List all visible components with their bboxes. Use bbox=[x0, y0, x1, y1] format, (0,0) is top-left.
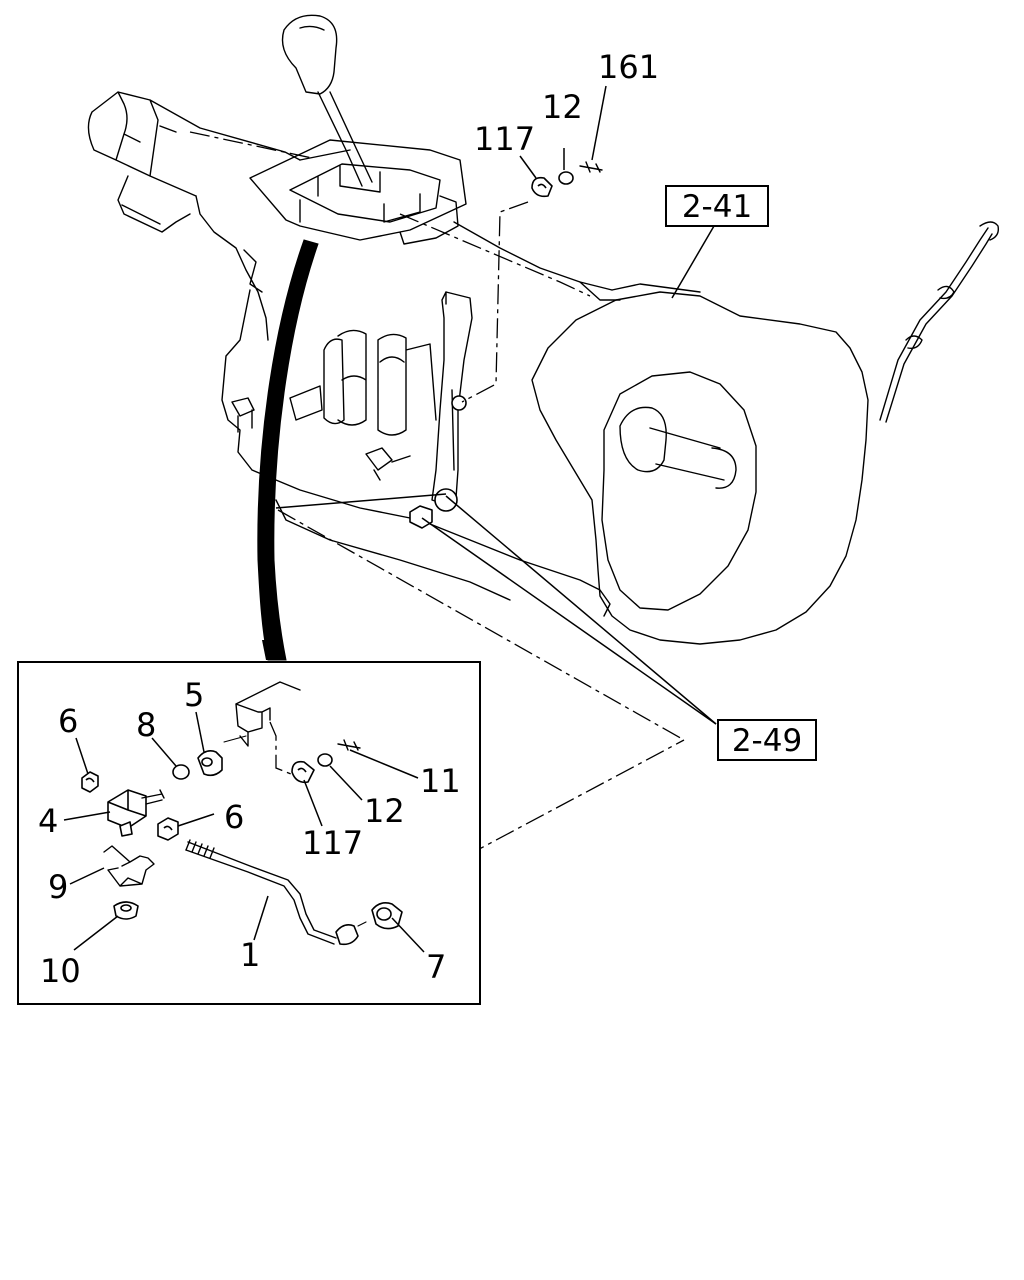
ref-label-2-49: 2-49 bbox=[732, 723, 802, 759]
inset-detail-pointer bbox=[257, 239, 319, 661]
shift-tower bbox=[249, 139, 467, 245]
gear-lever-knob bbox=[281, 14, 338, 95]
select-lever bbox=[431, 291, 473, 505]
callout-11: 11 bbox=[420, 762, 461, 800]
bushing-5-hole bbox=[201, 757, 213, 767]
clip-117 bbox=[291, 760, 315, 784]
callout-12: 12 bbox=[364, 792, 405, 830]
main-centerlines bbox=[189, 131, 685, 905]
callout-8: 8 bbox=[136, 706, 156, 744]
trunnion-screw bbox=[119, 821, 133, 837]
inset-parts bbox=[81, 681, 403, 946]
select-lever-nut bbox=[409, 505, 433, 529]
gear-lever-shaft bbox=[317, 91, 373, 187]
bell-housing-inner bbox=[601, 371, 757, 611]
ref-label-2-41: 2-41 bbox=[682, 189, 752, 225]
inset-frame bbox=[17, 661, 481, 1005]
ref-box-2-41: 2-41 bbox=[665, 185, 769, 227]
callout-161: 161 bbox=[598, 48, 659, 86]
callout-5: 5 bbox=[184, 676, 204, 714]
shift-rod-thread bbox=[185, 839, 215, 859]
main-case bbox=[221, 149, 613, 617]
trunnion-block-4 bbox=[107, 789, 147, 829]
inset-centerline-a bbox=[269, 721, 297, 777]
bushing-7-hole bbox=[376, 907, 392, 921]
shift-rod-1 bbox=[185, 841, 337, 945]
callout-1: 1 bbox=[240, 936, 260, 974]
housing-top bbox=[579, 281, 701, 301]
clip-117-top bbox=[531, 176, 553, 198]
nut-6b bbox=[157, 817, 179, 841]
inset-leaders bbox=[63, 711, 425, 953]
callout-12-top: 12 bbox=[542, 88, 583, 126]
callout-6-upper: 6 bbox=[58, 702, 78, 740]
transmission-assembly bbox=[87, 14, 1000, 645]
extension-housing bbox=[87, 91, 301, 197]
washer-8 bbox=[172, 764, 190, 780]
callout-4: 4 bbox=[38, 802, 58, 840]
top-small-parts bbox=[531, 161, 603, 198]
cotter-pin-161 bbox=[579, 161, 603, 173]
inset-lever-bracket bbox=[235, 681, 301, 747]
shift-rod-end bbox=[335, 924, 359, 946]
washer-12-top bbox=[558, 171, 574, 185]
callout-9: 9 bbox=[48, 868, 68, 906]
nut-6a bbox=[81, 771, 99, 793]
case-ribs bbox=[289, 329, 437, 436]
callout-117-top: 117 bbox=[474, 120, 535, 158]
trunnion-pin bbox=[141, 789, 165, 805]
bell-housing bbox=[531, 291, 869, 645]
callout-7: 7 bbox=[426, 948, 446, 986]
cotter-pin-11 bbox=[337, 739, 361, 751]
select-lever-eye bbox=[451, 395, 467, 411]
case-bolts bbox=[231, 397, 411, 481]
bracket-9 bbox=[103, 845, 155, 887]
input-shaft bbox=[619, 406, 737, 489]
callout-117: 117 bbox=[302, 824, 363, 862]
callout-10: 10 bbox=[40, 952, 81, 990]
inset-pointer-tip bbox=[262, 640, 286, 660]
ref-box-2-49: 2-49 bbox=[717, 719, 817, 761]
washer-12 bbox=[317, 753, 333, 767]
main-leaders bbox=[275, 85, 717, 725]
callout-6-lower: 6 bbox=[224, 798, 244, 836]
extension-housing-lower bbox=[117, 175, 269, 341]
speedometer-cable bbox=[879, 221, 1000, 423]
grommet-10-hole bbox=[120, 904, 132, 912]
select-lever-pivot bbox=[434, 488, 458, 512]
